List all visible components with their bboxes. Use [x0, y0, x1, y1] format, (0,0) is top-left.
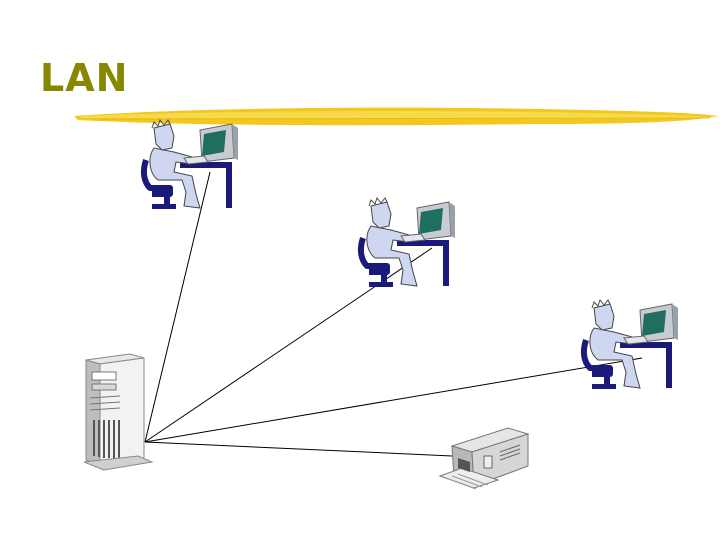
workstation-2 [361, 198, 455, 287]
server [83, 353, 154, 471]
person-at-computer-icon [584, 300, 678, 389]
workstation-1 [144, 120, 238, 209]
workstation-3 [584, 300, 678, 389]
link-server-printer [144, 441, 453, 457]
tower-server-icon [83, 353, 154, 471]
slide-title: LAN [40, 56, 129, 100]
printer-icon [438, 427, 530, 490]
link-server-workstation-3 [144, 357, 643, 443]
person-at-computer-icon [144, 120, 238, 209]
printer [438, 427, 530, 490]
link-server-workstation-2 [144, 247, 433, 443]
person-at-computer-icon [361, 198, 455, 287]
title-highlight-stroke [74, 107, 718, 126]
link-server-workstation-1 [144, 171, 211, 443]
network-links [144, 171, 643, 457]
